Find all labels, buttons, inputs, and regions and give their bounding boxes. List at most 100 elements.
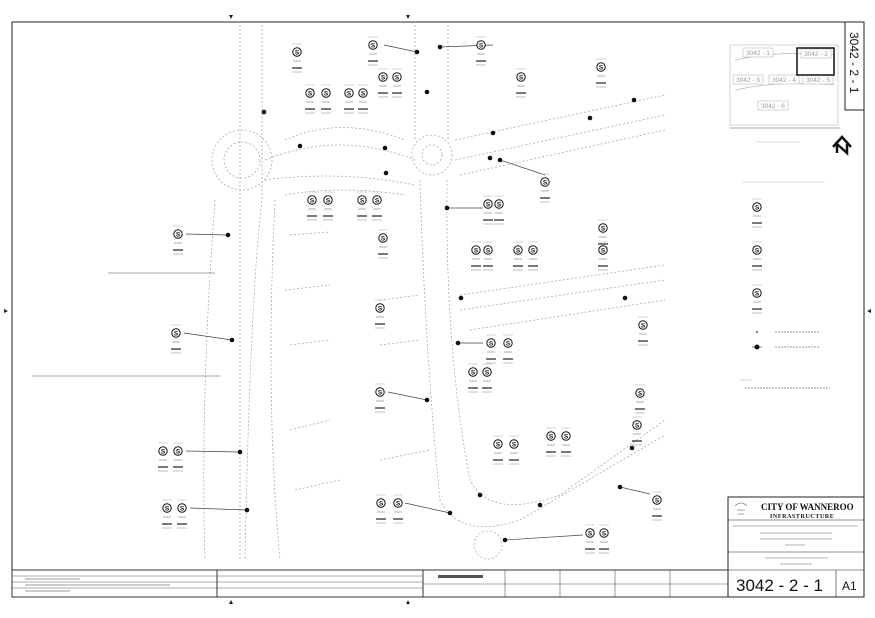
no-stopping-sign-icon: S [375,383,385,413]
svg-text:S: S [161,448,166,455]
svg-text:S: S [531,247,536,254]
leader-dot-icon [458,295,464,301]
sheet-size: A1 [842,579,857,593]
no-stopping-sign-icon: S [509,435,519,465]
key-map-tile: 3042 - 6 [757,100,789,111]
leader-dot-icon [617,484,651,495]
no-stopping-sign-icon: S [307,191,317,221]
no-stopping-sign-icon: S [358,84,368,114]
no-stopping-sign-icon: S [483,195,493,225]
key-map-tile: 3042 - 5 [802,74,834,85]
leader-dot-icon [444,205,483,211]
boundary-lines [32,127,840,377]
svg-text:3042 - 5: 3042 - 5 [806,77,830,84]
no-stopping-sign-icon: S [483,241,493,271]
sign-leaders [183,44,651,543]
svg-text:S: S [599,64,604,71]
svg-text:3042 - 6: 3042 - 6 [761,103,785,110]
svg-text:S: S [486,247,491,254]
no-stopping-sign-icon: S [321,84,331,114]
svg-text:S: S [543,179,548,186]
no-stopping-sign-icon: S [158,442,168,472]
svg-text:S: S [601,225,606,232]
svg-text:S: S [324,90,329,97]
svg-text:S: S [361,90,366,97]
leader-dot-icon [587,115,593,121]
leader-dot-icon [497,157,546,176]
svg-text:S: S [601,247,606,254]
no-stopping-sign-icon: S [540,173,550,203]
svg-text:S: S [549,433,554,440]
road-linework [203,25,666,561]
drawing-number: 3042 - 2 - 1 [736,576,823,595]
svg-text:S: S [638,390,643,397]
no-stopping-sign-icon: S [476,36,486,66]
svg-text:S: S [174,330,179,337]
no-stopping-sign-icon: S [585,524,595,554]
svg-text:S: S [602,530,607,537]
svg-text:S: S [381,74,386,81]
no-stopping-sign-icon: S [638,316,648,346]
svg-text:S: S [497,201,502,208]
no-stopping-sign-icon: S [171,324,181,354]
no-stopping-sign-icon: S [393,494,403,524]
no-stopping-sign-icon: S [305,84,315,114]
organisation-name: CITY OF WANNEROO [761,502,854,512]
leader-dot-icon [502,534,584,543]
no-stopping-sign-icon: S [482,363,492,393]
leader-dot-icon [183,332,235,343]
svg-text:S: S [479,42,484,49]
no-stopping-sign-icon: S [323,191,333,221]
svg-text:S: S [326,197,331,204]
no-stopping-sign-icon: S [173,442,183,472]
leader-dot-icon [382,145,388,151]
svg-text:3042 - 3: 3042 - 3 [736,77,760,84]
leader-dot-icon [487,155,493,161]
leader-dot-icon [631,97,637,103]
no-stopping-sign-icon: S [652,491,662,521]
no-stopping-sign-icon: S [392,68,402,98]
no-stopping-sign-icon: S [368,36,378,66]
key-map-tile: 3042 - 1 [742,47,774,58]
svg-text:3042 - 2: 3042 - 2 [804,51,828,58]
svg-text:S: S [474,247,479,254]
svg-text:S: S [176,231,181,238]
svg-text:S: S [347,90,352,97]
edge-markers [4,15,871,604]
leader-dot-icon [629,445,635,451]
no-stopping-sign-icon: S [344,84,354,114]
no-stopping-sign-icon: S [292,43,302,73]
no-stopping-sign-icon: S [752,198,762,228]
svg-text:3042 - 1: 3042 - 1 [746,50,770,57]
svg-text:S: S [471,369,476,376]
no-stopping-sign-icon: S [162,499,172,529]
svg-text:S: S [360,197,365,204]
key-map: 3042 - 1 3042 - 2 3042 - 3 3042 - 4 3042 - 5… [729,44,839,126]
no-stopping-sign-icon: S [177,499,187,529]
revision-table [11,569,729,598]
svg-text:S: S [308,90,313,97]
svg-text:S: S [310,197,315,204]
leader-dot-icon [477,492,483,498]
no-stopping-sign-icon: S [486,334,496,364]
leader-dot-icon [261,109,267,115]
svg-text:S: S [486,201,491,208]
no-stopping-sign-icon: S [494,195,504,225]
svg-text:S: S [295,49,300,56]
drawing-number-vertical: 3042 - 2 - 1 [847,32,861,94]
svg-text:3042 - 4: 3042 - 4 [772,77,796,84]
svg-text:S: S [485,369,490,376]
leader-dot-icon [383,44,420,55]
svg-text:S: S [371,42,376,49]
leader-dot-icon [537,502,543,508]
svg-text:S: S [375,197,380,204]
department-name: INFRASTRUCTURE [770,514,834,520]
legend [740,141,830,389]
leader-dot-icon [404,502,453,516]
svg-text:S: S [755,247,760,254]
leader-dot-icon [490,130,496,136]
svg-text:S: S [496,441,501,448]
svg-text:S: S [395,74,400,81]
